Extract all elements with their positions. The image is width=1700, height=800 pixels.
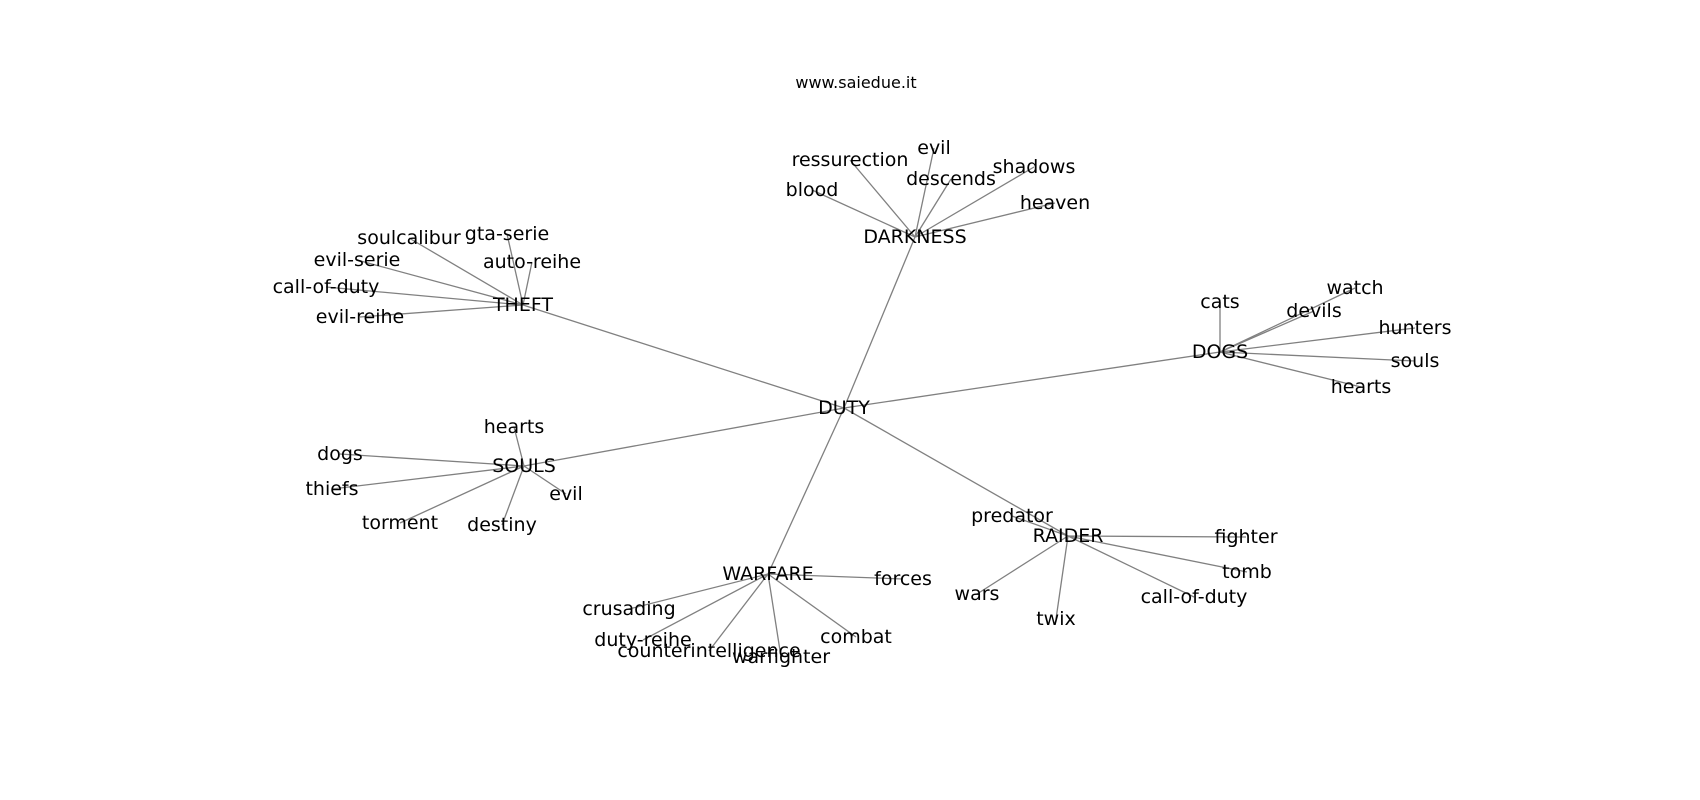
leaf-node-raider-predator: predator [971, 505, 1053, 527]
leaf-node-theft-gta-serie: gta-serie [465, 223, 549, 245]
edge-souls-destiny [501, 465, 525, 526]
leaf-node-dogs-souls: souls [1391, 350, 1440, 372]
edge-center-souls [523, 407, 845, 467]
edge-dogs-hearts [1219, 351, 1362, 388]
edge-theft-evil-serie [356, 259, 524, 306]
hub-node-theft: THEFT [492, 294, 553, 316]
edge-raider-tomb [1067, 535, 1248, 573]
leaf-node-warfare-duty-reihe: duty-reihe [594, 629, 691, 651]
leaf-node-warfare-counterintelligence: counterintelligence [617, 640, 800, 662]
edge-raider-predator [1011, 515, 1069, 537]
leaf-node-warfare-warfighter: warfighter [732, 646, 830, 668]
leaf-node-dogs-hearts: hearts [1331, 376, 1392, 398]
graph-edges [325, 147, 1416, 658]
edge-theft-gta-serie [506, 233, 524, 306]
leaf-node-theft-call-of-duty: call-of-duty [273, 276, 380, 298]
leaf-node-theft-evil-reihe: evil-reihe [316, 306, 404, 328]
leaf-node-souls-destiny: destiny [467, 514, 537, 536]
edge-souls-torment [399, 465, 525, 524]
edge-raider-fighter [1067, 535, 1247, 538]
edge-theft-soulcalibur [408, 237, 524, 306]
leaf-node-dogs-cats: cats [1200, 291, 1239, 313]
edge-dogs-hunters [1219, 327, 1416, 353]
hub-node-souls: SOULS [492, 455, 556, 477]
leaf-node-theft-auto-reihe: auto-reihe [483, 251, 581, 273]
graph-labels: DUTY DARKNESS ressurection evil descendsshad… [273, 137, 1452, 668]
leaf-node-souls-evil: evil [549, 483, 583, 505]
edge-dogs-watch [1219, 287, 1356, 353]
leaf-node-theft-evil-serie: evil-serie [314, 249, 401, 271]
center-node-label: DUTY [818, 397, 870, 419]
leaf-node-raider-tomb: tomb [1222, 561, 1272, 583]
leaf-node-raider-fighter: fighter [1214, 526, 1277, 548]
edge-dogs-devils [1219, 310, 1315, 353]
leaf-node-warfare-crusading: crusading [582, 598, 675, 620]
edge-warfare-warfighter [767, 573, 782, 658]
leaf-node-dogs-hunters: hunters [1379, 317, 1452, 339]
edge-souls-thiefs [331, 465, 525, 490]
leaf-node-darkness-descends: descends [906, 168, 996, 190]
edge-center-warfare [767, 407, 845, 575]
edge-darkness-evil [914, 147, 935, 238]
leaf-node-darkness-evil: evil [917, 137, 951, 159]
edge-warfare-crusading [628, 573, 769, 610]
leaf-node-souls-dogs: dogs [317, 443, 363, 465]
leaf-node-dogs-devils: devils [1286, 300, 1341, 322]
leaf-node-darkness-heaven: heaven [1020, 192, 1090, 214]
leaf-node-raider-wars: wars [955, 583, 1000, 605]
edge-center-dogs [843, 351, 1221, 409]
edge-souls-evil [523, 465, 567, 495]
edge-warfare-forces [767, 573, 904, 580]
hub-node-dogs: DOGS [1192, 341, 1248, 363]
edge-warfare-counterintelligence [708, 573, 769, 652]
edge-souls-dogs [339, 453, 525, 467]
leaf-node-souls-thiefs: thiefs [305, 478, 358, 500]
hub-node-warfare: WARFARE [722, 563, 813, 585]
hub-node-raider: RAIDER [1033, 525, 1104, 547]
leaf-node-warfare-forces: forces [874, 568, 932, 590]
edge-warfare-combat [767, 573, 857, 638]
leaf-node-raider-twix: twix [1036, 608, 1076, 630]
edge-center-darkness [843, 236, 916, 409]
edge-darkness-descends [914, 178, 952, 238]
leaf-node-raider-call-of-duty: call-of-duty [1141, 586, 1248, 608]
edge-theft-call-of-duty [325, 286, 524, 306]
leaf-node-darkness-ressurection: ressurection [792, 149, 909, 171]
leaf-node-darkness-shadows: shadows [993, 156, 1076, 178]
edge-center-theft [522, 304, 845, 409]
leaf-node-dogs-watch: watch [1326, 277, 1383, 299]
edge-darkness-shadows [914, 166, 1035, 238]
leaf-node-souls-torment: torment [362, 512, 438, 534]
edge-theft-auto-reihe [522, 261, 533, 306]
site-title: www.saiedue.it [795, 73, 916, 92]
edge-darkness-heaven [914, 202, 1056, 238]
leaf-node-theft-soulcalibur: soulcalibur [357, 227, 461, 249]
edge-raider-call-of-duty [1067, 535, 1195, 598]
edge-darkness-ressurection [849, 159, 916, 238]
edge-raider-twix [1055, 535, 1069, 620]
edge-theft-evil-reihe [359, 304, 524, 318]
leaf-node-warfare-combat: combat [820, 626, 892, 648]
edge-raider-wars [976, 535, 1069, 595]
edge-souls-hearts [513, 426, 525, 467]
hub-node-darkness: DARKNESS [863, 226, 966, 248]
leaf-node-souls-hearts: hearts [484, 416, 545, 438]
edge-darkness-blood [811, 189, 916, 238]
leaf-node-darkness-blood: blood [786, 179, 839, 201]
edge-warfare-duty-reihe [642, 573, 769, 641]
edge-dogs-souls [1219, 351, 1416, 362]
edge-center-raider [843, 407, 1069, 537]
